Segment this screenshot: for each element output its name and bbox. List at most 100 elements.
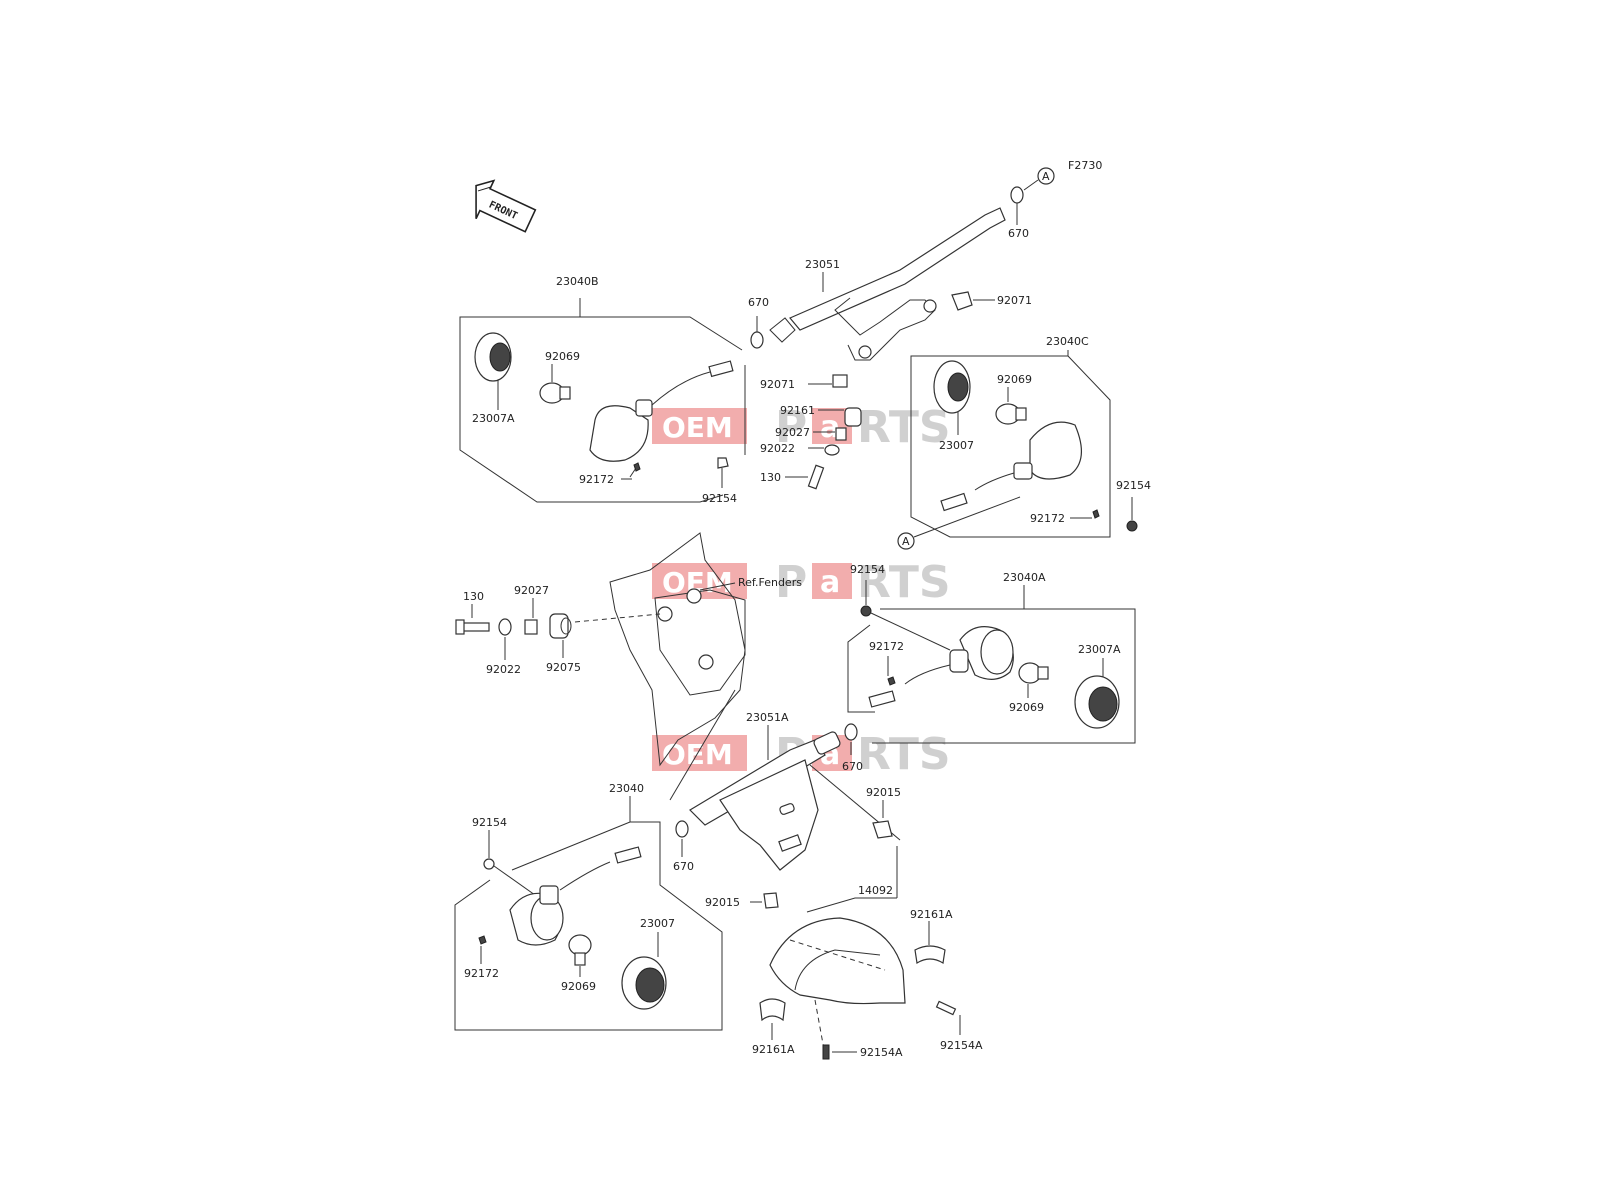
label-670: 670 xyxy=(842,760,863,773)
svg-text:RTS: RTS xyxy=(857,557,951,608)
label-92172: 92172 xyxy=(869,640,904,653)
label-14092: 14092 xyxy=(858,884,893,897)
label-23040C: 23040C xyxy=(1046,335,1089,348)
label-92172: 92172 xyxy=(579,473,614,486)
label-92154: 92154 xyxy=(1116,479,1151,492)
screw-92154 xyxy=(860,605,872,617)
ref-fenders-note: Ref.Fenders xyxy=(738,576,802,589)
label-92154A: 92154A xyxy=(860,1046,903,1059)
label-92172: 92172 xyxy=(1030,512,1065,525)
label-92069: 92069 xyxy=(997,373,1032,386)
label-670: 670 xyxy=(673,860,694,873)
damper-92161A xyxy=(759,998,786,1022)
label-92071: 92071 xyxy=(997,294,1032,307)
label-92161A: 92161A xyxy=(752,1043,795,1056)
label-92022: 92022 xyxy=(486,663,521,676)
damper-92161A xyxy=(914,945,946,964)
screw-92154 xyxy=(1126,520,1138,532)
front-arrow-icon: FRONT xyxy=(475,179,537,233)
svg-text:a: a xyxy=(820,410,840,445)
label-92071: 92071 xyxy=(760,378,795,391)
bulb-92069 xyxy=(1018,662,1049,684)
collar-92027 xyxy=(524,619,538,635)
nut-92015 xyxy=(763,892,779,909)
washer-92022 xyxy=(498,618,512,636)
screw-92154A xyxy=(822,1044,830,1060)
label-92161: 92161 xyxy=(780,404,815,417)
fender-outline xyxy=(609,532,746,767)
signal-housing-23040B xyxy=(589,360,734,462)
signal-lens-23007A xyxy=(474,332,512,382)
label-92172: 92172 xyxy=(464,967,499,980)
cover-14092 xyxy=(769,917,906,1056)
screw-92154 xyxy=(717,457,729,469)
signal-lens-23007 xyxy=(621,956,667,1010)
bulb-92069 xyxy=(539,382,571,404)
ref-marker-a: A xyxy=(902,535,910,548)
signal-housing-23040 xyxy=(509,846,642,946)
bolt-130 xyxy=(455,619,490,635)
svg-text:P: P xyxy=(775,402,807,453)
o-ring-670 xyxy=(675,820,689,838)
bracket-23051A xyxy=(689,731,841,871)
label-670: 670 xyxy=(1008,227,1029,240)
o-ring-670 xyxy=(844,723,858,741)
screw-92172 xyxy=(887,676,896,686)
label-92015: 92015 xyxy=(705,896,740,909)
nut-92015 xyxy=(872,820,893,839)
svg-text:RTS: RTS xyxy=(857,402,951,453)
label-92161A: 92161A xyxy=(910,908,953,921)
label-670: 670 xyxy=(748,296,769,309)
svg-text:a: a xyxy=(820,565,840,600)
label-23040A: 23040A xyxy=(1003,571,1046,584)
label-130: 130 xyxy=(760,471,781,484)
collar-92027 xyxy=(835,427,847,441)
label-23040: 23040 xyxy=(609,782,644,795)
label-92015: 92015 xyxy=(866,786,901,799)
watermark-1: OEM P a RTS xyxy=(652,402,951,453)
label-23007A: 23007A xyxy=(1078,643,1121,656)
label-23007: 23007 xyxy=(939,439,974,452)
screw-92172 xyxy=(1092,509,1100,519)
label-92154A: 92154A xyxy=(940,1039,983,1052)
bulb-92069 xyxy=(995,403,1027,425)
label-92069: 92069 xyxy=(561,980,596,993)
screw-92172 xyxy=(633,462,641,472)
bracket-bar-23051 xyxy=(769,207,1006,361)
label-92027: 92027 xyxy=(514,584,549,597)
label-23007A: 23007A xyxy=(472,412,515,425)
grommet-92075 xyxy=(549,613,572,639)
screw-92172 xyxy=(478,935,487,945)
label-92069: 92069 xyxy=(545,350,580,363)
ref-marker-a: A xyxy=(1042,170,1050,183)
svg-text:P: P xyxy=(775,557,807,608)
label-92154: 92154 xyxy=(850,563,885,576)
label-23051A: 23051A xyxy=(746,711,789,724)
signal-housing-23040C xyxy=(940,421,1082,512)
screw-92154 xyxy=(483,858,495,870)
grommet-92071 xyxy=(951,291,973,311)
label-92069: 92069 xyxy=(1009,701,1044,714)
screw-92154A xyxy=(935,1000,957,1016)
bolt-130 xyxy=(807,464,825,490)
label-23051: 23051 xyxy=(805,258,840,271)
label-92075: 92075 xyxy=(546,661,581,674)
label-23040B: 23040B xyxy=(556,275,599,288)
svg-text:RTS: RTS xyxy=(857,729,951,780)
grommet-92071 xyxy=(832,374,848,388)
signal-lens-23007 xyxy=(933,360,971,414)
o-ring-670 xyxy=(1010,186,1024,204)
label-92027: 92027 xyxy=(775,426,810,439)
figure-code: F2730 xyxy=(1068,159,1102,172)
damper-92161 xyxy=(844,407,862,427)
o-ring-670 xyxy=(750,331,764,349)
signal-lens-23007A xyxy=(1074,675,1120,729)
signal-housing-23040A xyxy=(868,626,1014,708)
label-92022: 92022 xyxy=(760,442,795,455)
label-92154: 92154 xyxy=(702,492,737,505)
label-23007: 23007 xyxy=(640,917,675,930)
washer-92022 xyxy=(824,444,840,456)
bulb-92069 xyxy=(568,934,592,966)
svg-text:OEM: OEM xyxy=(662,411,733,444)
